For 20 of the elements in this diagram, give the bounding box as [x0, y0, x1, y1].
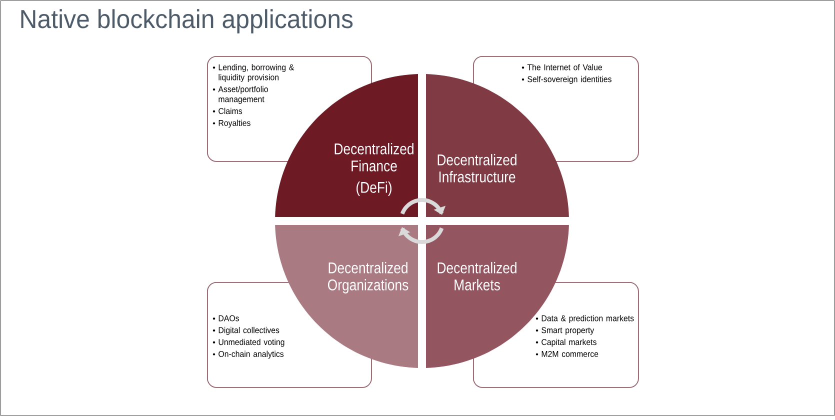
list-item: Digital collectives	[218, 326, 280, 335]
list-item: DAOs	[218, 315, 239, 322]
list-item: Lending, borrowing & liquidity provision	[218, 64, 294, 82]
list-item: Data & prediction markets	[542, 315, 634, 323]
list-item: Capital markets	[542, 338, 596, 347]
quadrant-label: (DeFi)	[356, 182, 392, 196]
list-item: Unmediated voting	[218, 338, 284, 347]
list-item: Asset/portfolio management	[218, 86, 268, 104]
list-item: Smart property	[542, 327, 594, 335]
list-item: Self-sovereign identities	[528, 76, 612, 84]
list-item: M2M commerce	[542, 350, 598, 357]
quadrant-label: Decentralized Markets	[438, 262, 516, 290]
quadrant-label: Decentralized Organizations	[328, 262, 408, 294]
list-item: Royalties	[218, 120, 250, 128]
list-item: On-chain analytics	[218, 350, 284, 359]
title: Native blockchain applications	[21, 9, 353, 34]
quadrant-label: Decentralized Infrastructure	[438, 154, 516, 182]
quadrant-label: Decentralized Finance	[334, 143, 414, 172]
list-item: The Internet of Value	[527, 64, 602, 70]
list-item: Claims	[218, 108, 242, 114]
